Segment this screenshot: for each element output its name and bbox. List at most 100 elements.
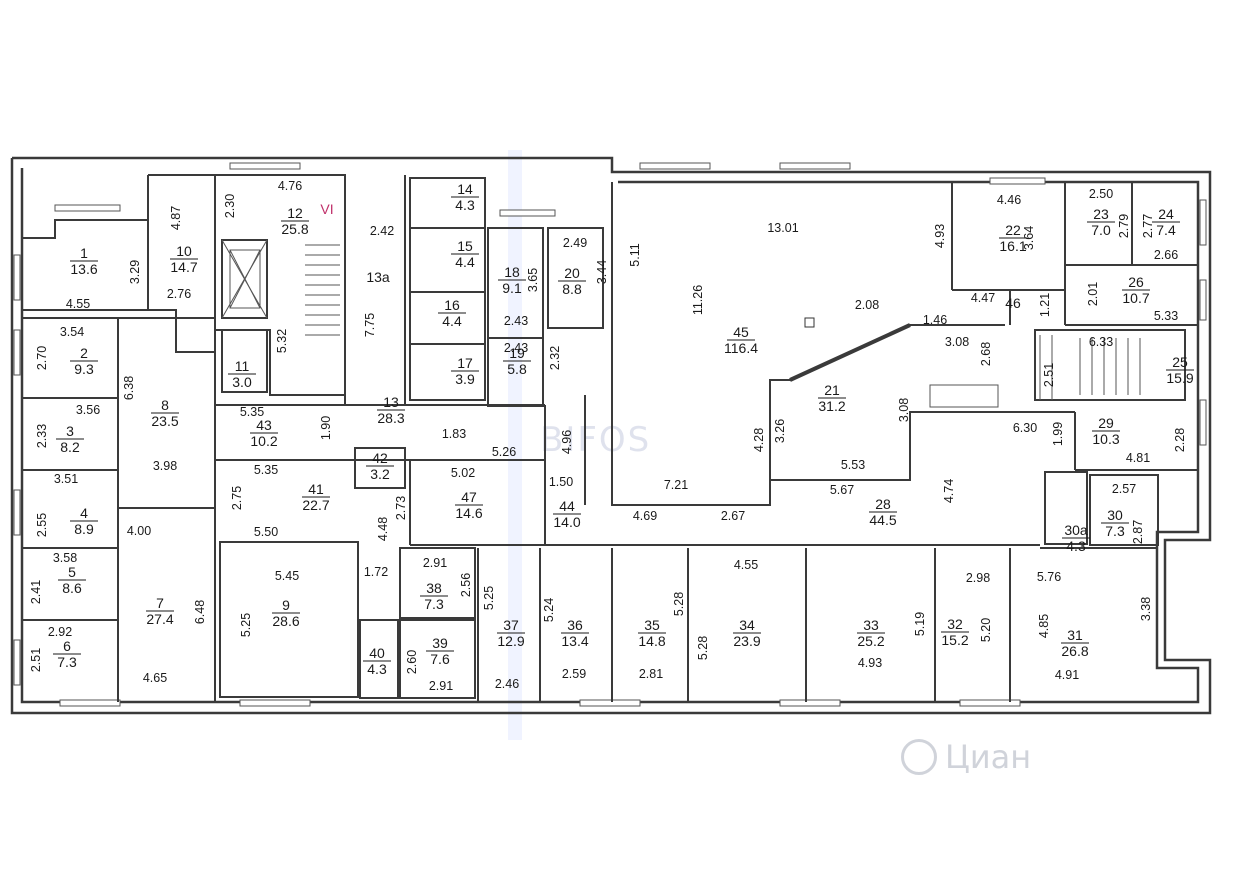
dimension-label: 4.87 — [169, 206, 183, 230]
dimension-label: 2.67 — [721, 509, 745, 523]
room-area: 116.4 — [724, 340, 758, 356]
dimension-label: 4.76 — [278, 179, 302, 193]
room-labels: 113.629.338.248.958.667.3727.4823.5928.6… — [53, 181, 1194, 677]
room-area: 15.2 — [941, 632, 968, 648]
room-number: 20 — [564, 265, 580, 281]
dimension-label: 5.33 — [1154, 309, 1178, 323]
room-number: 24 — [1158, 206, 1174, 222]
room-area: 7.0 — [1091, 222, 1111, 238]
room-area: 7.3 — [1105, 523, 1125, 539]
corner-watermark: Циан — [901, 737, 1091, 777]
dimension-label: 3.44 — [595, 260, 609, 284]
dimension-label: 3.51 — [54, 472, 78, 486]
dimension-label: 1.50 — [549, 475, 573, 489]
room-area: 14.8 — [638, 633, 665, 649]
dimension-label: 5.76 — [1037, 570, 1061, 584]
room-number: 23 — [1093, 206, 1109, 222]
room-area: 8.2 — [60, 439, 80, 455]
dimension-label: 1.72 — [364, 565, 388, 579]
room-number: 13 — [383, 394, 399, 410]
room-number: 4 — [80, 505, 88, 521]
dimension-label: 2.68 — [979, 342, 993, 366]
room-number: 39 — [432, 635, 448, 651]
dimension-label: 5.25 — [482, 586, 496, 610]
dimension-label: 2.56 — [459, 573, 473, 597]
room-area: 4.4 — [442, 313, 462, 329]
dimension-label: 3.38 — [1139, 597, 1153, 621]
room-number: 9 — [282, 597, 290, 613]
room-number: 29 — [1098, 415, 1114, 431]
room-number: 14 — [457, 181, 473, 197]
windows — [13, 162, 1207, 707]
dimension-label: 2.91 — [423, 556, 447, 570]
dimension-label: 5.35 — [240, 405, 264, 419]
dimension-label: 4.93 — [933, 224, 947, 248]
room-area: 14.0 — [553, 514, 580, 530]
dimension-label: 6.30 — [1013, 421, 1037, 435]
dimension-label: 2.70 — [35, 346, 49, 370]
room-area: 10.2 — [250, 433, 277, 449]
room-area: 10.7 — [1122, 290, 1149, 306]
section-marker: VI — [320, 201, 333, 217]
dimension-label: 2.92 — [48, 625, 72, 639]
dimension-label: 2.98 — [966, 571, 990, 585]
dimension-label: 2.91 — [429, 679, 453, 693]
dimension-label: 3.54 — [60, 325, 84, 339]
dimension-label: 5.32 — [275, 329, 289, 353]
room-area: 7.4 — [1156, 222, 1176, 238]
watermark: BIFOS — [540, 420, 652, 460]
room-area: 25.8 — [281, 221, 308, 237]
room-area: 7.6 — [430, 651, 450, 667]
dimension-label: 2.57 — [1112, 482, 1136, 496]
dimension-label: 2.81 — [639, 667, 663, 681]
room-number: 35 — [644, 617, 660, 633]
room-number: 26 — [1128, 274, 1144, 290]
dimension-label: 2.42 — [370, 224, 394, 238]
dimension-label: 2.41 — [29, 580, 43, 604]
room-number: 30а — [1064, 522, 1088, 538]
room-number: 6 — [63, 638, 71, 654]
room-number: 21 — [824, 382, 840, 398]
dimension-label: 1.46 — [923, 313, 947, 327]
room-area: 8.6 — [62, 580, 82, 596]
dimension-label: 3.56 — [76, 403, 100, 417]
dimension-label: 3.08 — [897, 398, 911, 422]
outer-walls — [10, 156, 1212, 715]
room-area: 4.3 — [1066, 538, 1086, 554]
room-area: 4.3 — [367, 661, 387, 677]
room-number: 11 — [235, 358, 250, 374]
dimension-label: 2.30 — [223, 194, 237, 218]
room-area: 9.3 — [74, 361, 94, 377]
dimension-label: 5.28 — [672, 592, 686, 616]
dimension-label: 2.73 — [394, 496, 408, 520]
dimension-label: 2.43 — [504, 341, 528, 355]
dimension-label: 2.50 — [1089, 187, 1113, 201]
room-number: 25 — [1172, 354, 1188, 370]
room-area: 4.4 — [455, 254, 475, 270]
dimension-label: 5.11 — [628, 243, 642, 266]
room-area: 14.7 — [170, 259, 197, 275]
dimension-label: 2.76 — [167, 287, 191, 301]
room-area: 28.3 — [377, 410, 404, 426]
room-number: 15 — [457, 238, 473, 254]
room-area: 31.2 — [818, 398, 845, 414]
dimension-label: 3.65 — [526, 268, 540, 292]
dimension-label: 2.51 — [29, 648, 43, 672]
room-area: 3.0 — [232, 374, 252, 390]
room-number: 7 — [156, 595, 164, 611]
dimension-label: 4.55 — [66, 297, 90, 311]
dimension-label: 3.29 — [128, 260, 142, 284]
dimension-label: 3.08 — [945, 335, 969, 349]
dimension-label: 5.02 — [451, 466, 475, 480]
dimension-label: 2.66 — [1154, 248, 1178, 262]
room-number: 44 — [559, 498, 575, 514]
room-area: 26.8 — [1061, 643, 1088, 659]
room-area: 27.4 — [146, 611, 173, 627]
cian-logo-icon — [901, 739, 937, 775]
room-number: 22 — [1005, 222, 1021, 238]
room-number: 42 — [372, 450, 388, 466]
dimension-label: 4.96 — [560, 430, 574, 454]
dimension-label: 5.25 — [239, 613, 253, 637]
dimension-label: 4.47 — [971, 291, 995, 305]
